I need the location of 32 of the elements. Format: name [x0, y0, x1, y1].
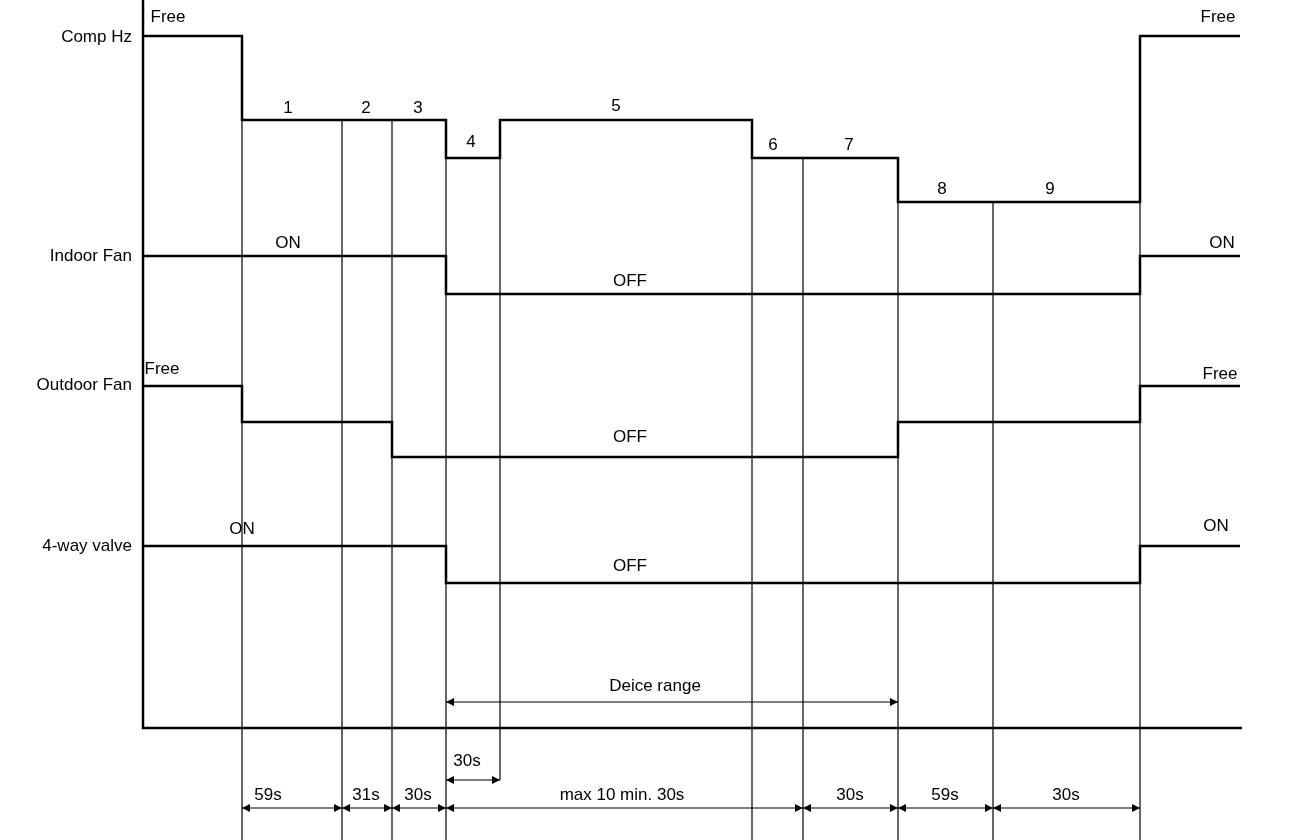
phase-number: 5: [611, 96, 621, 116]
state-label: Free: [144, 359, 180, 379]
state-label: OFF: [613, 271, 647, 291]
phase-number: 3: [413, 98, 423, 118]
state-label: ON: [1203, 516, 1229, 536]
phase-number: 8: [937, 179, 947, 199]
phase-number: 4: [466, 132, 476, 152]
signal-name: Comp Hz: [61, 27, 132, 47]
signal-name: Indoor Fan: [49, 246, 132, 266]
state-label: Free: [150, 7, 186, 27]
state-label: OFF: [613, 556, 647, 576]
phase-number: 9: [1045, 179, 1055, 199]
phase-number: 2: [361, 98, 371, 118]
duration-label: 59s: [931, 785, 959, 805]
phase-number: 6: [768, 135, 778, 155]
duration-label: 30s: [836, 785, 864, 805]
phase-number: 7: [844, 135, 854, 155]
duration-label: 30s: [1052, 785, 1080, 805]
duration-label: 31s: [352, 785, 380, 805]
state-label: OFF: [613, 427, 647, 447]
range-label: Deice range: [609, 676, 701, 696]
signal-name: 4-way valve: [42, 536, 132, 556]
state-label: Free: [1200, 7, 1236, 27]
state-label: ON: [1209, 233, 1235, 253]
state-label: Free: [1202, 364, 1238, 384]
duration-label: 30s: [404, 785, 432, 805]
duration-label: 59s: [254, 785, 282, 805]
duration-label: 30s: [453, 751, 481, 771]
signal-name: Outdoor Fan: [36, 375, 132, 395]
duration-label: max 10 min. 30s: [559, 785, 685, 805]
phase-number: 1: [283, 98, 293, 118]
state-label: ON: [275, 233, 301, 253]
